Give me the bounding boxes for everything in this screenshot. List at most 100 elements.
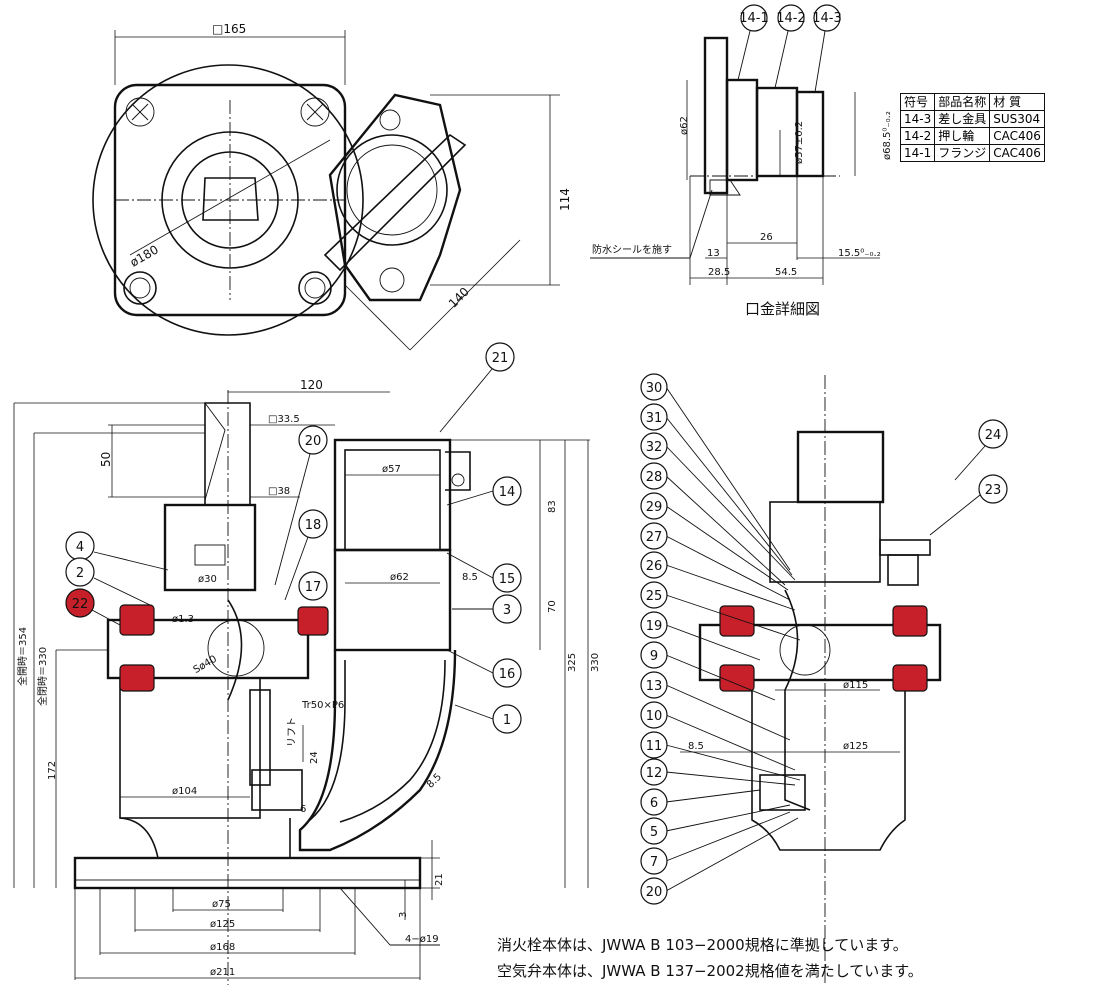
side-callout-leader — [665, 416, 793, 576]
svg-text:ø211: ø211 — [210, 967, 235, 978]
svg-text:ø125: ø125 — [210, 919, 235, 930]
side-callout-leader — [665, 714, 796, 771]
side-callout-leader — [665, 386, 791, 571]
side-callout-leader — [665, 804, 791, 832]
table-row: 14-2 押し輪 CAC406 — [899, 127, 1045, 145]
svg-text:ø57: ø57 — [382, 464, 401, 475]
svg-text:Sø40: Sø40 — [192, 654, 219, 676]
side-callout-bubble — [640, 581, 668, 609]
side-callout-bubble — [640, 701, 668, 729]
svg-text:ø125: ø125 — [843, 741, 868, 752]
detail-d57: ø57±0.2 — [794, 121, 805, 164]
svg-text:14-3: 14-3 — [812, 11, 842, 26]
detail-d62: ø62 — [679, 116, 690, 135]
svg-text:23: 23 — [985, 483, 1002, 498]
side-callout-label: 27 — [646, 530, 663, 545]
svg-text:8.5: 8.5 — [425, 772, 444, 791]
dim-square: □165 — [212, 22, 246, 36]
svg-text:20: 20 — [305, 434, 322, 449]
svg-text:83: 83 — [547, 500, 558, 513]
side-callout-label: 10 — [646, 709, 663, 724]
side-callout-leader — [665, 475, 786, 586]
svg-text:18: 18 — [305, 518, 322, 533]
side-callout-label: 32 — [646, 440, 663, 455]
svg-text:ø115: ø115 — [843, 680, 868, 691]
side-callout-bubble — [640, 403, 668, 431]
svg-text:ø30: ø30 — [198, 574, 217, 585]
side-callout-leader — [665, 654, 776, 701]
dim-height: 114 — [558, 188, 572, 211]
svg-text:ø168: ø168 — [210, 942, 235, 953]
svg-text:54.5: 54.5 — [775, 267, 797, 278]
svg-text:全閉時＝330: 全閉時＝330 — [36, 647, 49, 706]
table-header-row: 符号 部品名称 材 質 — [899, 93, 1045, 111]
side-callout-bubble — [640, 462, 668, 490]
callout-22-highlight — [65, 588, 95, 618]
top-view: □165 ø180 114 140 — [92, 22, 572, 351]
front-view: 120 □33.5 50 □38 ø30 ø1.3 Sø40 Tr50×P6 リ… — [13, 342, 601, 985]
side-callout-bubble — [640, 432, 668, 460]
side-callout-bubble — [640, 877, 668, 905]
svg-text:325: 325 — [567, 653, 578, 672]
side-callout-leader — [665, 594, 801, 641]
side-callout-bubble — [640, 817, 668, 845]
svg-text:21: 21 — [492, 351, 509, 366]
svg-text:ø1.3: ø1.3 — [172, 614, 194, 625]
side-callout-leader — [665, 771, 796, 786]
side-callout-label: 9 — [650, 649, 658, 664]
svg-text:17: 17 — [305, 580, 322, 595]
side-callout-label: 26 — [646, 559, 663, 574]
side-callout-bubble — [640, 611, 668, 639]
side-callout-label: 12 — [646, 766, 663, 781]
svg-text:24: 24 — [985, 428, 1002, 443]
side-callout-leader — [665, 744, 801, 781]
svg-text:リフト: リフト — [287, 717, 298, 747]
side-callout-bubble — [640, 758, 668, 786]
svg-text:4: 4 — [76, 540, 84, 555]
side-callout-bubble — [640, 373, 668, 401]
svg-text:50: 50 — [99, 452, 113, 467]
side-callout-label: 20 — [646, 885, 663, 900]
svg-text:ø104: ø104 — [172, 786, 197, 797]
detail-title: 口金詳細図 — [745, 300, 820, 318]
svg-text:14: 14 — [499, 485, 516, 500]
svg-text:8.5: 8.5 — [462, 572, 478, 583]
side-callout-label: 19 — [646, 619, 663, 634]
side-callout-leader — [665, 445, 796, 581]
side-callout-bubble — [640, 847, 668, 875]
svg-text:28.5: 28.5 — [708, 267, 730, 278]
dim-width: 140 — [446, 285, 472, 311]
side-callout-bubble — [640, 522, 668, 550]
svg-text:26: 26 — [760, 232, 773, 243]
svg-text:70: 70 — [547, 600, 558, 613]
svg-text:24: 24 — [309, 751, 320, 764]
svg-text:3: 3 — [503, 603, 511, 618]
side-bolts-highlight — [719, 605, 928, 692]
svg-text:22: 22 — [72, 597, 89, 612]
svg-text:14-2: 14-2 — [776, 11, 806, 26]
svg-text:15.5⁰₋₀.₂: 15.5⁰₋₀.₂ — [838, 248, 881, 259]
side-callout-label: 7 — [650, 855, 658, 870]
side-callout-label: 13 — [646, 679, 663, 694]
detail-view: 14-1 14-2 14-3 ø62 ø57±0.2 ø68.5⁰₋₀.₂ 13… — [590, 4, 893, 318]
note-hydrant-standard: 消火栓本体は、JWWA B 103−2000規格に準拠しています。 — [497, 936, 908, 954]
table-row: 14-3 差し金具 SUS304 — [899, 110, 1045, 128]
svg-text:3: 3 — [398, 912, 409, 918]
side-callout-label: 11 — [646, 739, 663, 754]
parts-table: 符号 部品名称 材 質 14-3 差し金具 SUS304 14-2 押し輪 CA… — [899, 93, 1045, 162]
side-callout-leader — [665, 684, 791, 741]
side-callout-leader — [665, 817, 799, 892]
svg-text:330: 330 — [590, 653, 601, 672]
flange-bolts-highlight — [119, 604, 329, 692]
side-callout-label: 30 — [646, 381, 663, 396]
svg-text:8.5: 8.5 — [688, 741, 704, 752]
side-callout-bubble — [640, 551, 668, 579]
side-callout-label: 28 — [646, 470, 663, 485]
svg-text:120: 120 — [300, 378, 323, 392]
svg-text:16: 16 — [499, 667, 516, 682]
side-callout-label: 6 — [650, 796, 658, 811]
side-callout-bubble — [640, 788, 668, 816]
seal-note: 防水シールを施す — [592, 243, 672, 256]
